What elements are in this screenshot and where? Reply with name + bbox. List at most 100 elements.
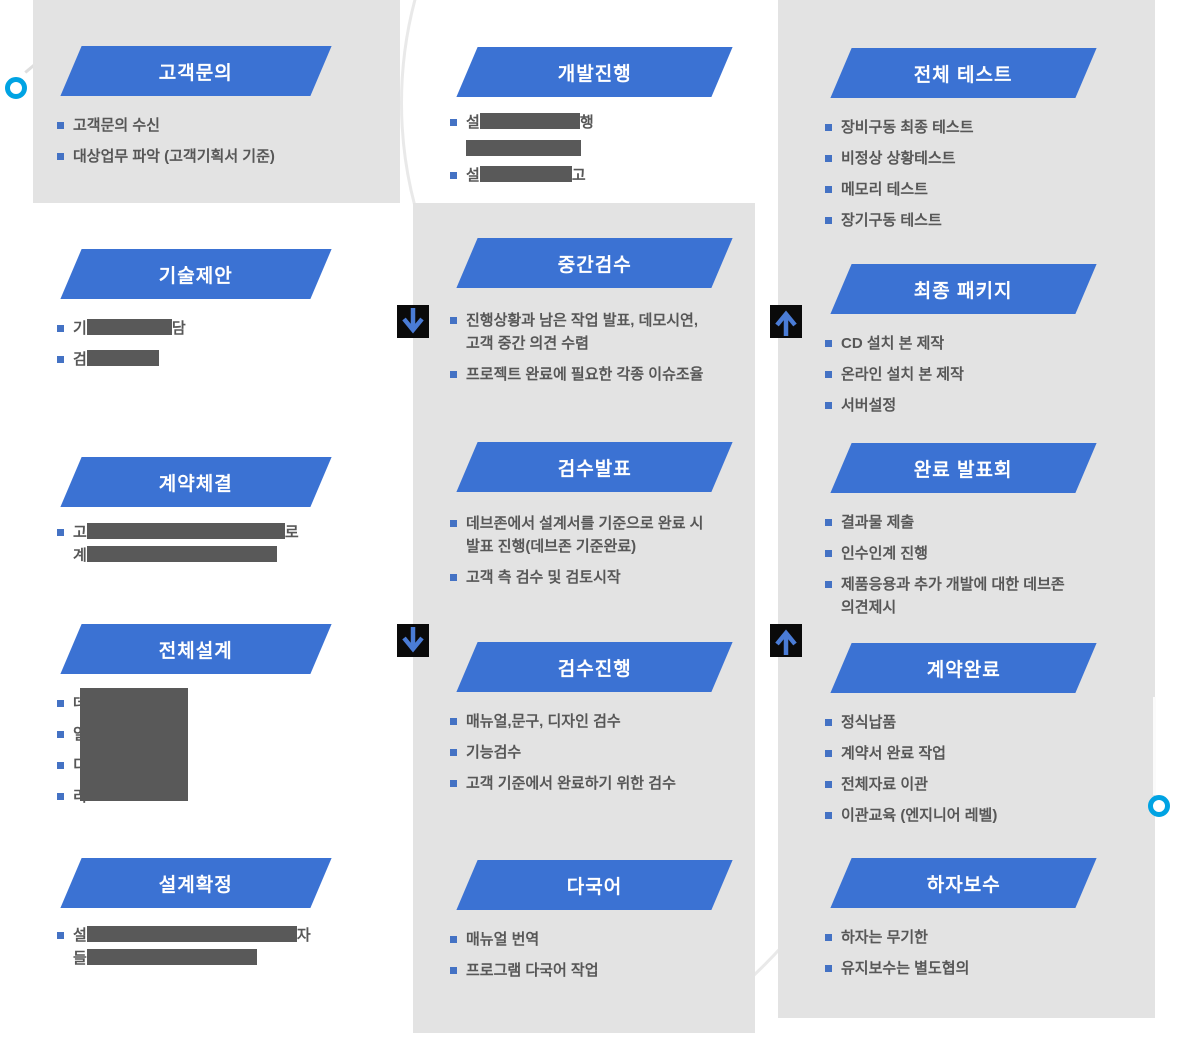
redaction-box <box>86 546 277 562</box>
bullet-icon <box>825 719 832 726</box>
list-item: 대상업무 파악 (고객기획서 기준) <box>57 145 360 168</box>
bullet-icon <box>450 749 457 756</box>
stage-title: 검수발표 <box>557 458 632 480</box>
down-arrow-icon <box>397 305 429 338</box>
bullet-icon <box>450 574 457 581</box>
bullet-icon <box>450 967 457 974</box>
bullet-icon <box>450 936 457 943</box>
bullet-icon <box>57 793 64 800</box>
redaction-box <box>80 688 188 801</box>
list-item: 고객문의 수신 <box>57 114 360 137</box>
bullet-icon <box>825 340 832 347</box>
section-completion-presentation: 완료 발표회 결과물 제출 인수인계 진행 제품응용과 추가 개발에 대한 데브… <box>818 443 1128 627</box>
redaction-box <box>86 523 285 539</box>
stage-title: 계약체결 <box>159 473 233 495</box>
bullet-icon <box>450 317 457 324</box>
section-customer-inquiry: 고객문의 고객문의 수신 대상업무 파악 (고객기획서 기준) <box>50 46 360 176</box>
stage-title: 하자보수 <box>926 874 1001 896</box>
stage-title: 전체설계 <box>159 640 233 662</box>
bullet-icon <box>825 812 832 819</box>
list-item: 정식납품 <box>825 711 1128 734</box>
stage-header: 완료 발표회 <box>830 443 1097 493</box>
stage-header: 전체설계 <box>60 624 332 674</box>
list-item: 계약서 완료 작업 <box>825 742 1128 765</box>
stage-header: 설계확정 <box>60 858 332 908</box>
connector-line-right <box>1153 697 1156 795</box>
redaction-box <box>86 319 172 335</box>
bullet-icon <box>450 119 457 126</box>
bullet-icon <box>825 186 832 193</box>
stage-title: 전체 테스트 <box>914 64 1013 86</box>
list-item: 서버설정 <box>825 394 1128 417</box>
bullet-icon <box>57 153 64 160</box>
list-item: 매뉴얼,문구, 디자인 검수 <box>450 710 754 733</box>
bullet-icon <box>825 371 832 378</box>
bullet-icon <box>450 520 457 527</box>
bullet-icon <box>825 155 832 162</box>
list-item: 프로젝트 완료에 필요한 각종 이슈조율 <box>450 363 754 386</box>
list-item: 결과물 제출 <box>825 511 1128 534</box>
list-item: 이관교육 (엔지니어 레벨) <box>825 804 1128 827</box>
down-arrow-icon <box>397 624 429 657</box>
redaction-box <box>479 166 572 182</box>
list-item: 장비구동 최종 테스트 <box>825 116 1128 139</box>
panel-right-column <box>778 0 1155 1018</box>
stage-title: 중간검수 <box>557 254 632 276</box>
section-contract-completion: 계약완료 정식납품 계약서 완료 작업 전체자료 이관 이관교육 (엔지니어 레… <box>818 643 1128 835</box>
bullet-icon <box>450 371 457 378</box>
stage-header: 최종 패키지 <box>830 264 1097 314</box>
stage-header: 검수진행 <box>456 642 733 692</box>
redaction-box <box>479 113 580 129</box>
list-item-redacted: 검 <box>57 348 360 371</box>
bullet-icon <box>825 550 832 557</box>
section-multilingual: 다국어 매뉴얼 번역 프로그램 다국어 작업 <box>444 860 754 990</box>
bullet-icon <box>825 965 832 972</box>
bullet-icon <box>825 402 832 409</box>
stage-header: 고객문의 <box>60 46 332 96</box>
bullet-icon <box>825 217 832 224</box>
stage-header: 개발진행 <box>456 47 733 97</box>
stage-title: 검수진행 <box>557 658 632 680</box>
bullet-icon <box>450 172 457 179</box>
bullet-icon <box>57 762 64 769</box>
list-item: 온라인 설치 본 제작 <box>825 363 1128 386</box>
bullet-icon <box>825 750 832 757</box>
stage-title: 다국어 <box>566 876 623 898</box>
section-defect-repair: 하자보수 하자는 무기한 유지보수는 별도협의 <box>818 858 1128 988</box>
section-inspection-progress: 검수진행 매뉴얼,문구, 디자인 검수 기능검수 고객 기준에서 완료하기 위한… <box>444 642 754 803</box>
node-marker-icon <box>5 77 27 99</box>
stage-title: 개발진행 <box>557 63 632 85</box>
section-interim-inspection: 중간검수 진행상황과 남은 작업 발표, 데모시연,고객 중간 의견 수렴 프로… <box>444 238 754 394</box>
stage-title: 최종 패키지 <box>914 280 1013 302</box>
up-arrow-icon <box>770 624 802 657</box>
bullet-icon <box>825 781 832 788</box>
list-item: 유지보수는 별도협의 <box>825 957 1128 980</box>
stage-title: 고객문의 <box>159 62 233 84</box>
bullet-icon <box>450 718 457 725</box>
bullet-icon <box>57 731 64 738</box>
stage-title: 완료 발표회 <box>914 459 1013 481</box>
bullet-icon <box>57 932 64 939</box>
bullet-icon <box>57 325 64 332</box>
stage-header: 검수발표 <box>456 442 733 492</box>
panel-left-top <box>33 0 400 203</box>
list-item: 기능검수 <box>450 741 754 764</box>
stage-header: 계약완료 <box>830 643 1097 693</box>
stage-header: 기술제안 <box>60 249 332 299</box>
list-item: 매뉴얼 번역 <box>450 928 754 951</box>
redaction-box <box>86 926 297 942</box>
stage-header: 중간검수 <box>456 238 733 288</box>
list-item: 전체자료 이관 <box>825 773 1128 796</box>
bullet-icon <box>57 529 64 536</box>
bullet-icon <box>825 519 832 526</box>
stage-title: 계약완료 <box>926 659 1001 681</box>
stage-header: 하자보수 <box>830 858 1097 908</box>
